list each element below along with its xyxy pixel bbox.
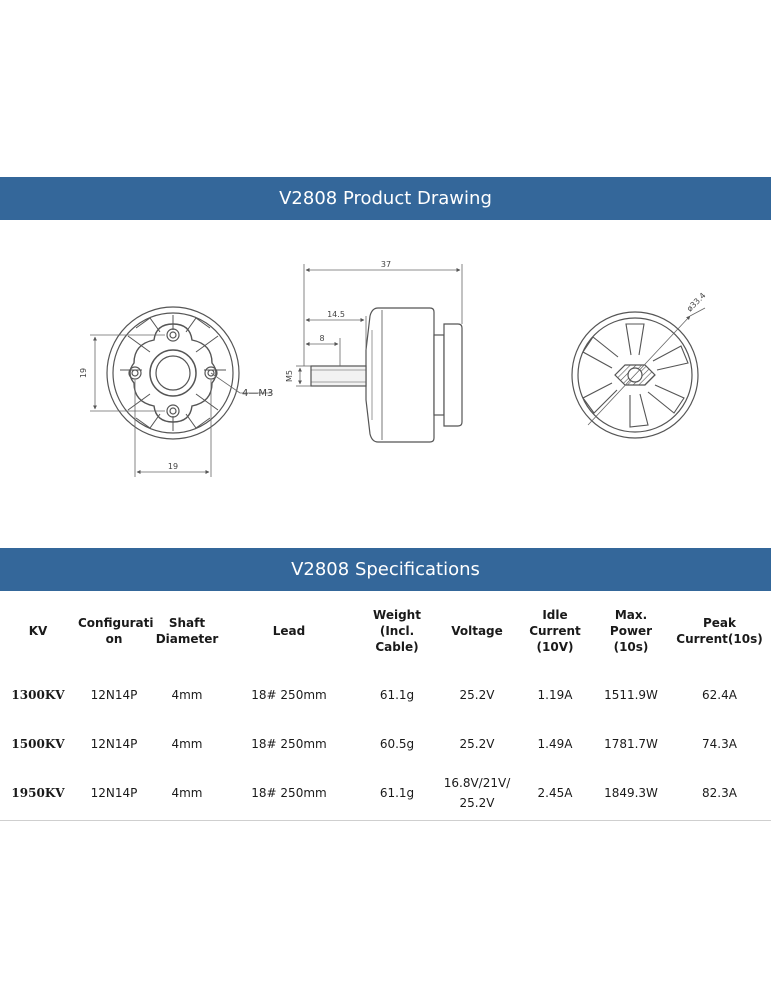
specs-section-title: V2808 Specifications (291, 559, 480, 580)
table-cell: 61.1g (379, 687, 415, 702)
table-cell: 25.2V (459, 736, 495, 751)
header-weight: Weight(Incl.Cable) (373, 608, 421, 654)
table-cell: 2.45A (537, 785, 573, 800)
table-cell: 1.19A (537, 687, 573, 702)
table-cell: 12N14P (90, 736, 138, 751)
table-cell: 74.3A (702, 736, 737, 751)
rear-view-dimension (587, 307, 706, 426)
header-kv: KV (28, 624, 48, 638)
dim-14-5: 14.5 (327, 310, 345, 319)
table-cell: 4mm (171, 736, 203, 751)
table-cell: 1300KV (11, 687, 65, 702)
specs-section-header: V2808 Specifications (0, 548, 771, 591)
table-cell: 4mm (171, 687, 203, 702)
header-lead: Lead (272, 624, 306, 638)
dim-37: 37 (381, 260, 391, 269)
table-cell: 4mm (171, 785, 203, 800)
dim-19-horizontal: 19 (168, 462, 178, 471)
table-bottom-divider (0, 820, 771, 821)
side-view-dimensions (296, 264, 463, 387)
table-cell: 60.5g (379, 736, 415, 751)
drawing-section-header: V2808 Product Drawing (0, 177, 771, 220)
table-cell: 25.2V (459, 687, 495, 702)
table-cell: 12N14P (90, 687, 138, 702)
table-cell: 1.49A (537, 736, 573, 751)
table-cell: 1500KV (11, 736, 65, 751)
table-cell: 82.3A (702, 785, 737, 800)
hole-thread-label: 4—M3 (242, 388, 273, 399)
table-cell: 16.8V/21V/25.2V (443, 775, 511, 810)
drawing-canvas: 19 19 4—M3 37 14.5 8 M5 (79, 260, 707, 477)
table-cell: 62.4A (702, 687, 737, 702)
table-cell: 1950KV (11, 785, 65, 800)
dim-diameter: ø33.4 (685, 291, 707, 313)
table-row: 1300KV 12N14P 4mm 18# 250mm 61.1g 25.2V 1.19A 1… (0, 670, 771, 719)
dim-19-vertical: 19 (79, 368, 88, 378)
front-view-motor-base (106, 306, 240, 440)
side-view-motor (310, 307, 463, 443)
table-cell: 1781.7W (604, 736, 658, 751)
table-cell: 18# 250mm (251, 785, 327, 800)
table-cell: 61.1g (379, 785, 415, 800)
product-drawing: 19 19 4—M3 37 14.5 8 M5 (0, 220, 771, 548)
dim-8: 8 (319, 334, 324, 343)
table-cell: 1849.3W (604, 785, 658, 800)
table-cell: 18# 250mm (251, 687, 327, 702)
header-max-power: Max.Power(10s) (609, 608, 653, 654)
table-body: 1300KV 12N14P 4mm 18# 250mm 61.1g 25.2V 1.19A 1… (0, 670, 771, 817)
table-row: 1500KV 12N14P 4mm 18# 250mm 60.5g 25.2V 1.49A 1… (0, 719, 771, 768)
table-cell: 18# 250mm (251, 736, 327, 751)
header-voltage: Voltage (451, 624, 503, 638)
drawing-section-title: V2808 Product Drawing (279, 188, 492, 209)
front-view-dimensions (90, 334, 272, 477)
table-cell: 1511.9W (604, 687, 658, 702)
table-cell: 12N14P (90, 785, 138, 800)
dim-m5: M5 (285, 370, 294, 382)
table-row: 1950KV 12N14P 4mm 18# 250mm 61.1g 16.8V/21V/2… (0, 768, 771, 817)
